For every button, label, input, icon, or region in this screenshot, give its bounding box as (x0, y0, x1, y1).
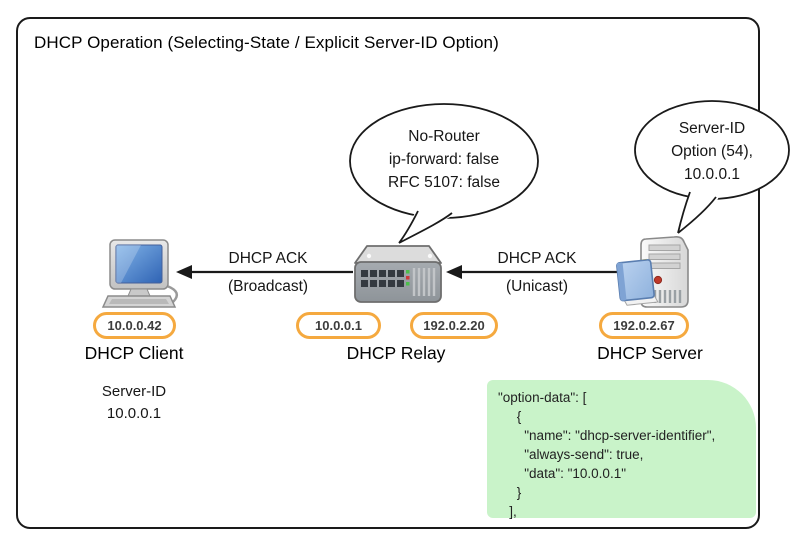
message-relay-to-client-subtitle: (Broadcast) (227, 278, 309, 295)
bubble-server-text: Server-ID Option (54), 10.0.0.1 (632, 117, 792, 186)
label-dhcp-relay: DHCP Relay (346, 343, 446, 363)
label-dhcp-server: DHCP Server (597, 343, 703, 363)
label-dhcp-client: DHCP Client (84, 343, 184, 363)
ip-badge-relay-right: 192.0.2.20 (410, 312, 498, 339)
client-server-id-note: Server-ID 10.0.0.1 (54, 381, 214, 425)
ip-badge-relay-left: 10.0.0.1 (296, 312, 381, 339)
message-relay-to-client-title: DHCP ACK (228, 250, 308, 267)
config-code-text: "option-data": [ { "name": "dhcp-server-… (498, 390, 716, 519)
bubble-server-line-3: 10.0.0.1 (683, 166, 741, 183)
message-server-to-relay-subtitle: (Unicast) (505, 278, 568, 295)
ip-badge-client: 10.0.0.42 (93, 312, 176, 339)
page-title: DHCP Operation (Selecting-State / Explic… (34, 33, 499, 52)
client-note-line-1: Server-ID (101, 383, 167, 400)
bubble-server-line-1: Server-ID (678, 120, 746, 137)
bubble-relay-line-2: ip-forward: false (388, 151, 500, 168)
bubble-relay-text: No-Router ip-forward: false RFC 5107: fa… (354, 125, 534, 194)
bubble-relay-line-3: RFC 5107: false (388, 174, 500, 191)
bubble-server-line-2: Option (54), (671, 143, 753, 160)
ip-badge-server: 192.0.2.67 (599, 312, 689, 339)
client-note-line-2: 10.0.0.1 (106, 405, 162, 422)
bubble-relay-line-1: No-Router (408, 128, 480, 145)
config-code-block: "option-data": [ { "name": "dhcp-server-… (487, 380, 756, 519)
message-server-to-relay-title: DHCP ACK (497, 250, 577, 267)
